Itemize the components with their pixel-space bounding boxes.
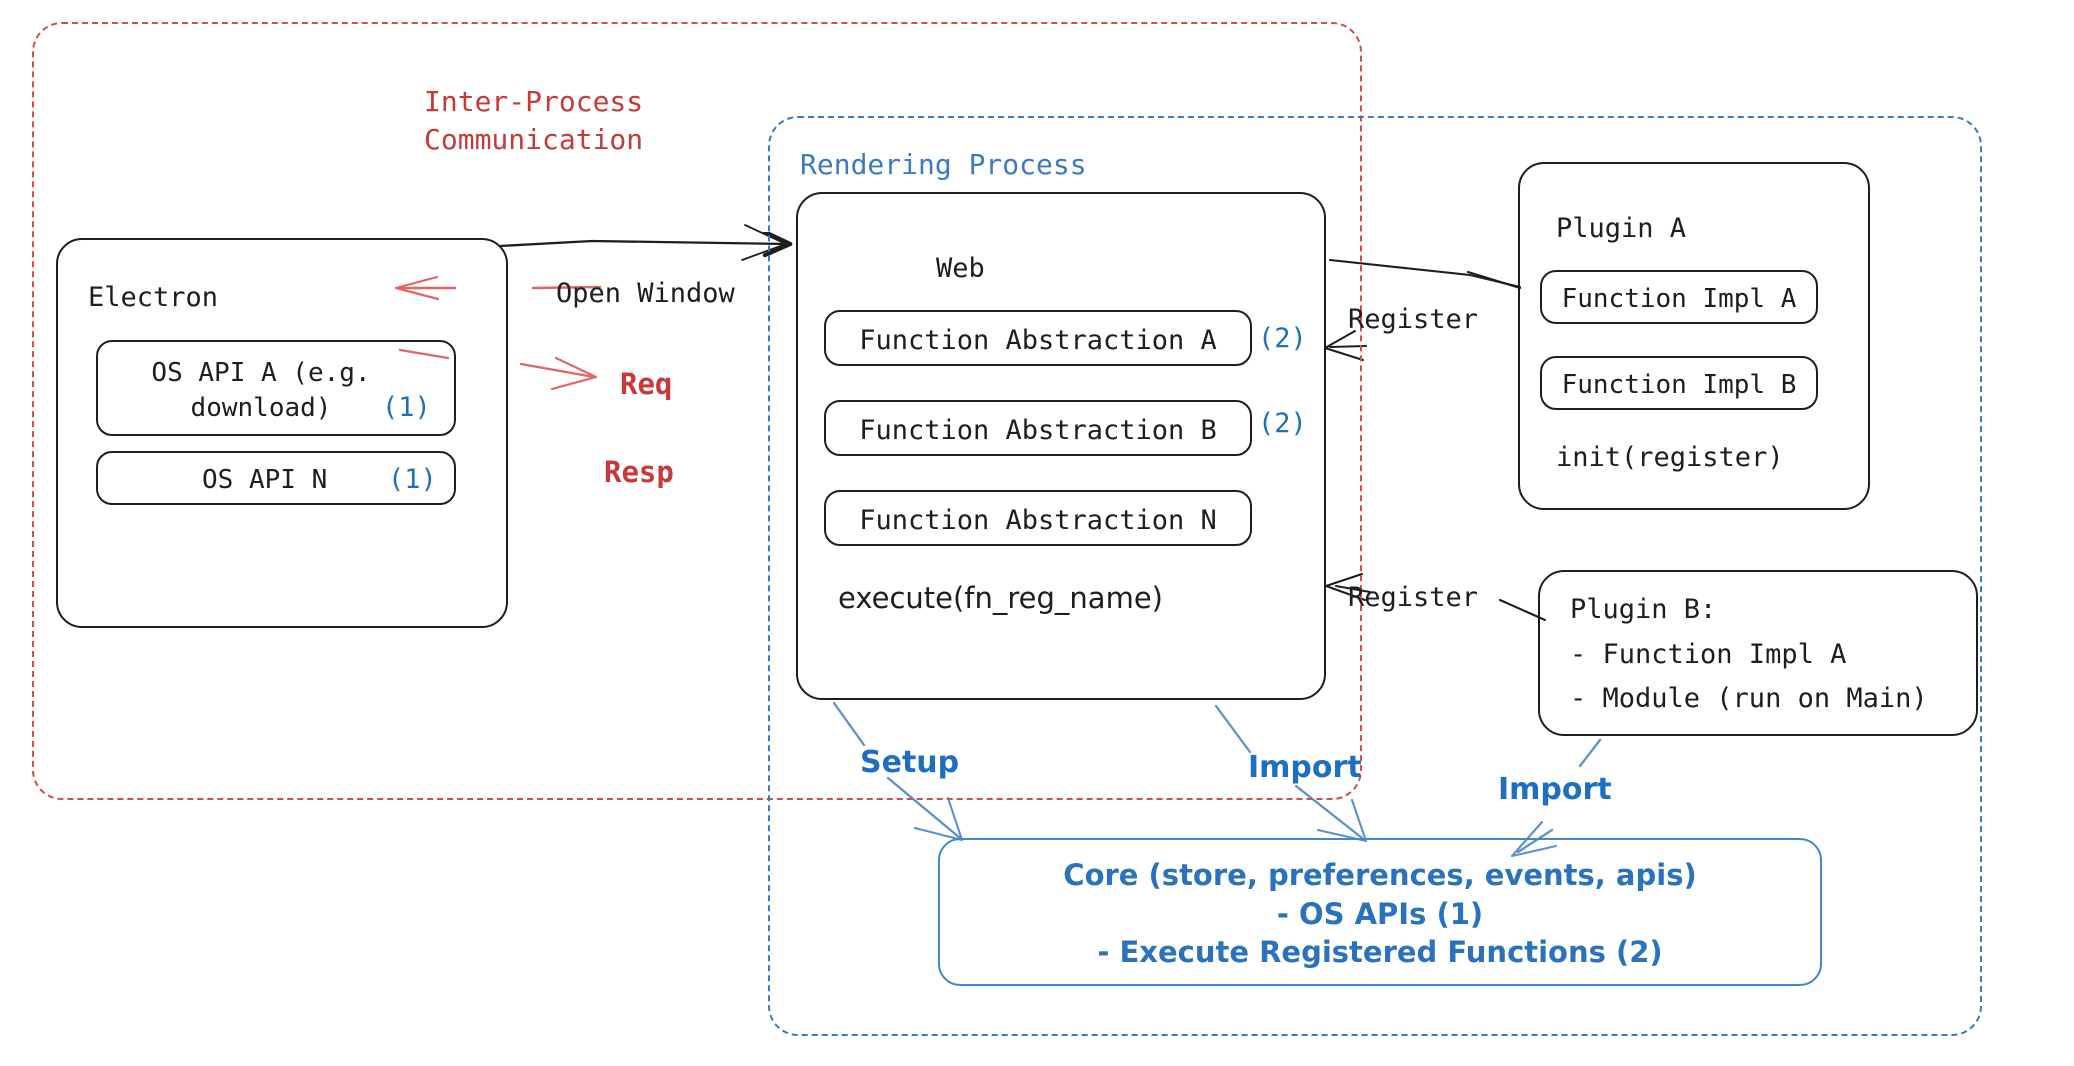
os-api-a-marker: (1)	[382, 392, 431, 423]
plugin-b-line-3: - Module (run on Main)	[1570, 683, 1928, 714]
os-api-n-label: OS API N	[202, 465, 328, 495]
ipc-container-label: Inter-Process Communication	[424, 85, 644, 157]
plugin-b-line-2: - Function Impl A	[1570, 639, 1847, 670]
core-text: Core (store, preferences, events, apis) …	[1063, 858, 1697, 970]
web-box[interactable]	[796, 192, 1326, 700]
plugin-a-box[interactable]	[1518, 162, 1870, 510]
electron-box[interactable]	[56, 238, 508, 628]
edge-label-open-window: Open Window	[556, 278, 735, 309]
function-abstraction-a-marker: (2)	[1258, 323, 1307, 354]
os-api-a-box[interactable]	[96, 340, 456, 436]
os-api-n-marker: (1)	[388, 464, 437, 495]
edge-label-import-plugin: Import	[1498, 772, 1612, 807]
function-abstraction-b-box[interactable]	[824, 400, 1252, 456]
web-execute-label: execute(fn_reg_name)	[838, 581, 1163, 615]
function-impl-b-label: Function Impl B	[1561, 370, 1797, 400]
web-title: Web	[936, 253, 985, 284]
edge-label-setup: Setup	[860, 745, 960, 780]
edge-label-import-web: Import	[1248, 750, 1362, 785]
plugin-b-line-1: Plugin B:	[1570, 594, 1717, 625]
edge-label-register-a: Register	[1348, 304, 1479, 335]
edge-label-resp: Resp	[604, 455, 674, 489]
function-abstraction-b-marker: (2)	[1258, 408, 1307, 439]
plugin-a-init-label: init(register)	[1556, 442, 1784, 473]
function-abstraction-b-label: Function Abstraction B	[859, 415, 1217, 446]
function-abstraction-a-box[interactable]	[824, 310, 1252, 366]
function-abstraction-n-box[interactable]	[824, 490, 1252, 546]
os-api-a-label: OS API A (e.g. download)	[151, 358, 371, 424]
function-impl-b-box[interactable]	[1540, 356, 1818, 410]
core-box[interactable]	[938, 838, 1822, 986]
function-impl-a-label: Function Impl A	[1561, 284, 1797, 314]
plugin-b-box[interactable]	[1538, 570, 1978, 736]
function-impl-a-box[interactable]	[1540, 270, 1818, 324]
function-abstraction-a-label: Function Abstraction A	[859, 325, 1217, 356]
edge-label-register-b: Register	[1348, 582, 1479, 613]
edge-label-req: Req	[620, 367, 673, 401]
os-api-n-box[interactable]	[96, 451, 456, 505]
function-abstraction-n-label: Function Abstraction N	[859, 505, 1217, 536]
electron-title: Electron	[88, 282, 219, 313]
ipc-container	[32, 22, 1362, 800]
rendering-process-container	[768, 116, 1982, 1036]
plugin-a-title: Plugin A	[1556, 213, 1687, 244]
rendering-process-label: Rendering Process	[800, 148, 1087, 181]
